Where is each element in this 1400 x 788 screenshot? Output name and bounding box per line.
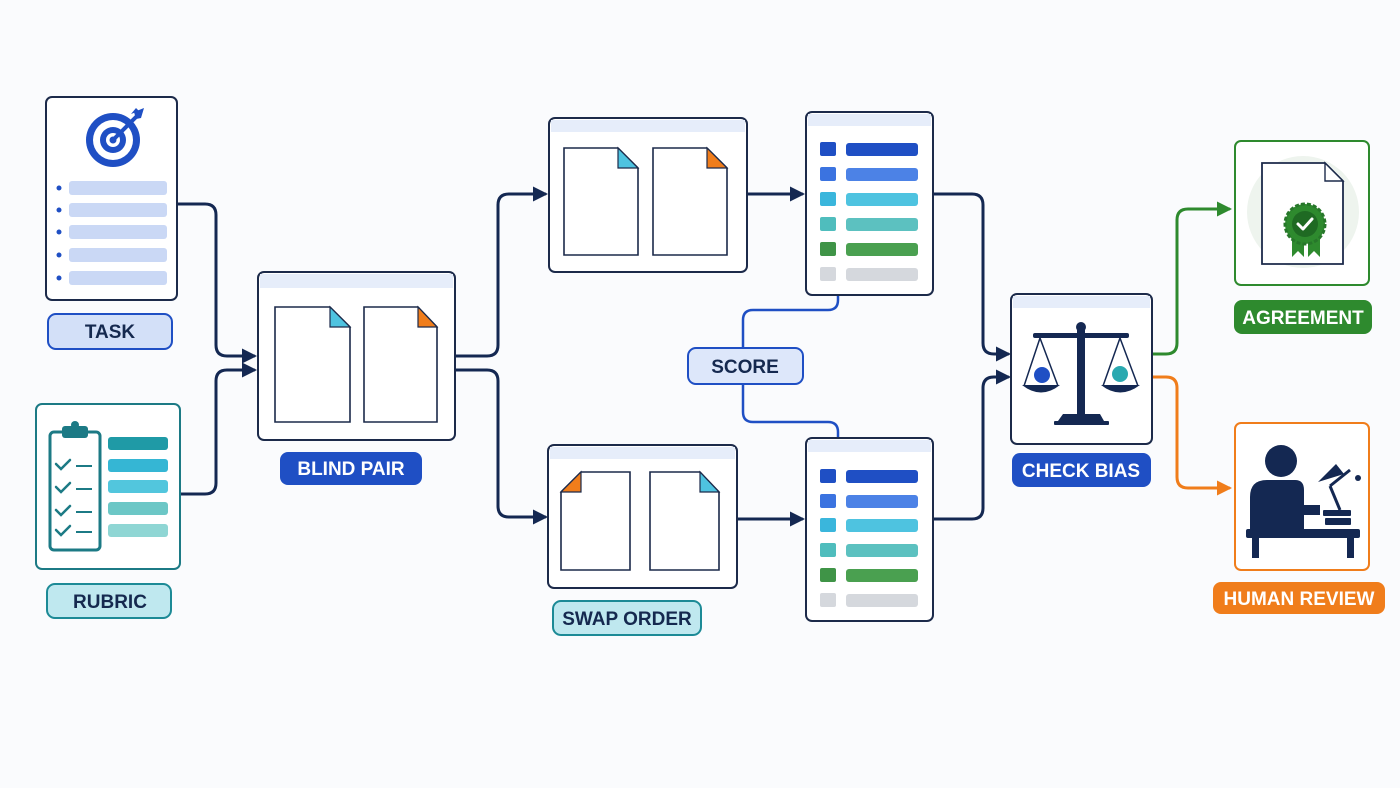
score-list-icon <box>820 142 918 281</box>
swap-order-label-pill <box>552 600 702 636</box>
score-list-bottom <box>805 437 934 622</box>
score-list-icon <box>820 469 918 607</box>
agreement-label-pill <box>1234 300 1372 334</box>
rubric-node: RUBRIC <box>35 403 181 619</box>
certificate-icon <box>1261 161 1345 265</box>
document-icon <box>563 146 640 256</box>
original-order-card-header <box>551 120 745 132</box>
blind-pair-label: BLIND PAIR <box>297 459 405 480</box>
human-review-label-pill <box>1213 582 1385 614</box>
swap-order-node: SWAP ORDER <box>547 444 738 636</box>
task-to-blind-pair-arrow <box>176 202 257 364</box>
rubric-to-blind-pair-arrow <box>178 362 257 496</box>
task-node: TASK <box>45 96 178 350</box>
blind-pair-node: BLIND PAIR <box>257 271 456 485</box>
score-label-pill <box>687 347 804 385</box>
rubric-label: RUBRIC <box>73 592 147 613</box>
score-node: SCORE <box>687 347 804 385</box>
score-bottom-link <box>741 384 840 437</box>
task-label: TASK <box>85 322 136 343</box>
agreement-node: AGREEMENT <box>1234 140 1372 334</box>
score-bottom-to-check-bias-arrow <box>932 369 1011 521</box>
swap-order-label: SWAP ORDER <box>562 609 692 630</box>
blind-pair-label-pill <box>280 452 422 485</box>
score-label: SCORE <box>711 357 779 378</box>
check-bias-node: CHECK BIAS <box>1010 293 1153 487</box>
clipboard-icon <box>48 421 102 552</box>
rubric-lines <box>108 437 168 537</box>
blind-pair-to-original-arrow <box>454 186 548 358</box>
document-icon <box>559 470 631 571</box>
agreement-label: AGREEMENT <box>1242 308 1364 329</box>
document-icon <box>652 146 729 256</box>
connectors <box>176 186 1232 527</box>
human-review-node: HUMAN REVIEW <box>1213 422 1385 614</box>
original-order-node <box>548 117 748 273</box>
blind-pair-to-swapped-arrow <box>454 368 548 525</box>
check-bias-to-agreement-arrow <box>1151 201 1232 356</box>
check-bias-to-human-review-arrow <box>1151 375 1232 496</box>
check-bias-label: CHECK BIAS <box>1022 461 1140 482</box>
check-bias-label-pill <box>1012 453 1151 487</box>
score-top-to-check-bias-arrow <box>932 192 1011 362</box>
swap-order-card-header <box>550 447 735 459</box>
human-review-label: HUMAN REVIEW <box>1224 589 1375 610</box>
score-top-link <box>741 296 840 348</box>
score-list-top <box>805 111 934 296</box>
document-icon <box>649 470 721 571</box>
score-card-top-header <box>808 114 931 126</box>
blind-pair-card-header <box>260 274 453 288</box>
score-card-bottom-header <box>808 440 931 452</box>
document-icon <box>274 305 352 423</box>
reviewer-icon <box>1246 445 1361 558</box>
scale-icon <box>1022 322 1140 425</box>
rubric-label-pill <box>46 583 172 619</box>
target-icon <box>86 108 144 167</box>
task-label-pill <box>47 313 173 350</box>
task-lines <box>56 181 167 285</box>
document-icon <box>363 305 439 423</box>
check-bias-card-header <box>1013 296 1150 308</box>
